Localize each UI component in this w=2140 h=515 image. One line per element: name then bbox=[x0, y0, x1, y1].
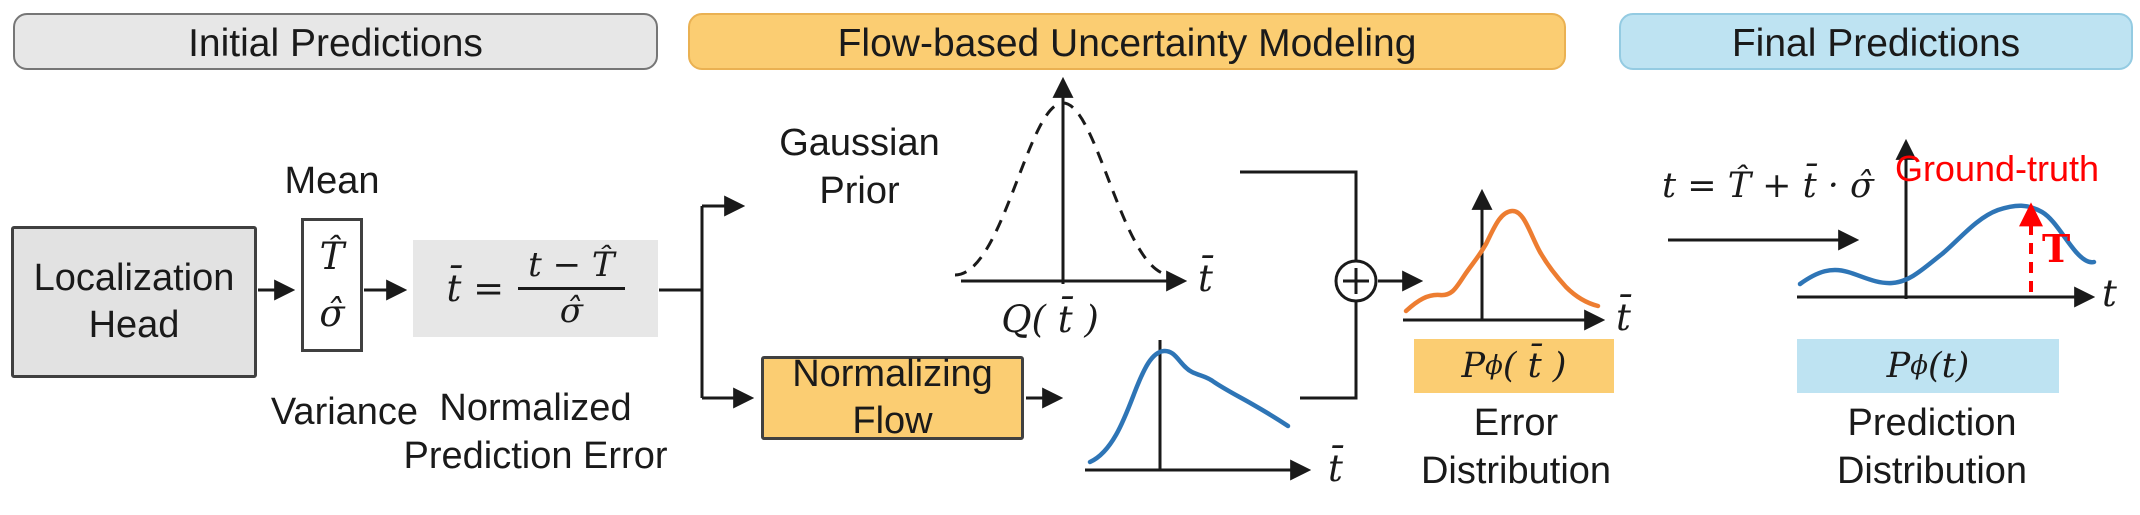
prediction-curve bbox=[1797, 203, 2097, 287]
normalized-error-caption-line2: Prediction Error bbox=[403, 434, 668, 477]
gaussian-prior-line1: Gaussian bbox=[779, 122, 940, 164]
prediction-axis-label: t bbox=[2102, 272, 2117, 315]
prediction-dist-base: P bbox=[1886, 346, 1911, 386]
flow-output-plot bbox=[1085, 340, 1312, 481]
error-caption-line2: Distribution bbox=[1420, 449, 1612, 492]
normalized-error-caption-line1: Normalized bbox=[439, 387, 632, 429]
prediction-distribution-caption: Prediction Distribution bbox=[1792, 400, 2072, 495]
error-axis-label: t̄ bbox=[1616, 296, 1631, 339]
error-curve bbox=[1403, 208, 1601, 314]
localization-head-line1: Localization bbox=[33, 256, 235, 299]
formula-numerator: t − T̂ bbox=[518, 245, 625, 290]
formula-lhs: t̄ = bbox=[446, 267, 505, 310]
gaussian-curve bbox=[954, 101, 1172, 277]
ground-truth-t-marker: T bbox=[2042, 226, 2071, 271]
normalizing-flow-box: Normalizing Flow bbox=[761, 353, 1024, 442]
prediction-caption-line2: Distribution bbox=[1836, 449, 2028, 492]
gaussian-q-label: Q( t̄ ) bbox=[1001, 298, 1099, 341]
mean-label: Mean bbox=[284, 160, 380, 202]
error-distribution-caption: Error Distribution bbox=[1386, 400, 1646, 495]
header-final-predictions: Final Predictions bbox=[1619, 13, 2133, 70]
formula-denominator: σ̂ bbox=[559, 291, 583, 331]
prediction-caption-line1: Prediction bbox=[1847, 402, 2017, 444]
prediction-dist-args: (t) bbox=[1927, 346, 1970, 386]
sum-node bbox=[1334, 259, 1378, 303]
parameter-box: T̂ σ̂ bbox=[301, 218, 363, 352]
normalized-error-formula-box: t̄ = t − T̂ σ̂ bbox=[413, 240, 658, 337]
normalizing-flow-line1: Normalizing bbox=[792, 352, 993, 395]
ground-truth-label: Ground-truth bbox=[1894, 148, 2100, 189]
error-dist-sub: ϕ bbox=[1485, 351, 1503, 381]
flow-axis-label: t̄ bbox=[1328, 447, 1343, 490]
error-dist-base: P bbox=[1461, 346, 1486, 386]
error-caption-line1: Error bbox=[1473, 402, 1559, 444]
gaussian-axis-label: t̄ bbox=[1198, 257, 1213, 300]
connector-arrows bbox=[258, 170, 1860, 409]
localization-head-box: Localization Head bbox=[11, 226, 257, 378]
gaussian-prior-plot bbox=[954, 76, 1188, 292]
normalizing-flow-line2: Flow bbox=[852, 400, 933, 442]
prediction-distribution-plot bbox=[1797, 138, 2097, 308]
formula-fraction: t − T̂ σ̂ bbox=[518, 245, 625, 331]
gaussian-prior-label: Gaussian Prior bbox=[752, 120, 967, 215]
error-distribution-plot bbox=[1403, 188, 1606, 331]
header-flow-uncertainty: Flow-based Uncertainty Modeling bbox=[688, 13, 1566, 70]
sigma-hat-symbol: σ̂ bbox=[319, 292, 345, 335]
flow-curve bbox=[1087, 348, 1291, 465]
header-initial-predictions: Initial Predictions bbox=[13, 13, 658, 70]
variance-label: Variance bbox=[270, 391, 419, 433]
normalized-error-caption: Normalized Prediction Error bbox=[378, 385, 693, 480]
prediction-dist-sub: ϕ bbox=[1910, 351, 1928, 381]
localization-head-line2: Head bbox=[88, 304, 180, 346]
gaussian-prior-line2: Prior bbox=[819, 169, 900, 212]
error-dist-args: ( t̄ ) bbox=[1502, 346, 1567, 386]
t-hat-symbol: T̂ bbox=[319, 235, 345, 278]
transform-formula: t = T̂ + t̄ · σ̂ bbox=[1662, 166, 1874, 206]
